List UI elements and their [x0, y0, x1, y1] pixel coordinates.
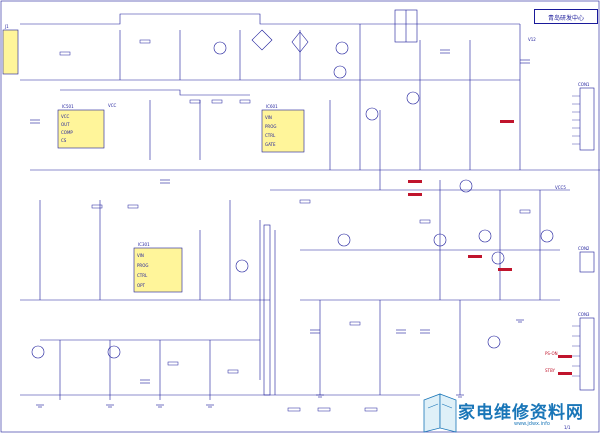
pin-mid-ic-1: VIN [265, 115, 272, 120]
net-vcc-label: VCC [108, 103, 117, 108]
pin-low-ic-2: PROG [137, 263, 149, 268]
connector-pins [572, 95, 580, 377]
watermark-book-icon [423, 393, 457, 433]
ic-left-top [57, 109, 105, 149]
net-stby-label: STBY [545, 368, 555, 373]
ic-top-left-label: IC501 [62, 104, 74, 109]
connector-right-bottom-label: CON3 [578, 312, 590, 317]
connector-right-mid-body [579, 251, 595, 273]
pin-mid-ic-4: GATE [265, 142, 276, 147]
ic-mid-top [261, 109, 305, 153]
connector-right-mid-label: CON2 [578, 246, 590, 251]
transistors [31, 41, 554, 359]
pin-low-ic-3: CTRL [137, 273, 148, 278]
net-ps-on-label: PS-ON [545, 351, 558, 356]
red-markers [408, 120, 572, 375]
pin-left-ic-1: VCC [61, 114, 70, 119]
title-block-text: 青岛研发中心 [547, 15, 584, 22]
pin-mid-ic-2: PROG [265, 124, 277, 129]
right-connectors [579, 87, 595, 391]
pin-low-ic-1: VIN [137, 253, 144, 258]
connector-left-label: J1 [5, 24, 9, 29]
bridge-rectifier [251, 29, 309, 53]
ic-mid-left-label: IC301 [138, 242, 150, 247]
ic-left-low [133, 247, 183, 293]
watermark-text: 家电维修资料网 [458, 403, 584, 423]
pin-left-ic-2: OUT [61, 122, 70, 127]
ic-bodies [57, 109, 305, 293]
connector-right-bottom-body [579, 317, 595, 391]
connector-right-top-label: CON1 [578, 82, 590, 87]
ground-symbols [36, 319, 524, 408]
wiring [20, 13, 600, 400]
watermark-url: www.jdwx.info [514, 421, 550, 427]
net-vcc5-label: VCC5 [555, 185, 566, 190]
sheet-number: 1/1 [564, 425, 571, 430]
pin-low-ic-4: OPT [137, 283, 146, 288]
pin-mid-ic-3: CTRL [265, 133, 276, 138]
net-v12-label: V12 [528, 37, 536, 42]
title-block: 青岛研发中心 [534, 9, 598, 24]
resistors [59, 39, 531, 412]
watermark: 家电维修资料网 www.jdwx.info [418, 393, 598, 431]
ic-top-mid-label: IC601 [266, 104, 278, 109]
transformer [263, 9, 418, 396]
capacitors [30, 49, 530, 384]
pin-left-ic-4: CS [61, 138, 67, 143]
connector-left-body [2, 29, 19, 75]
connector-right-top-body [579, 87, 595, 151]
pin-left-ic-3: COMP [61, 130, 73, 135]
